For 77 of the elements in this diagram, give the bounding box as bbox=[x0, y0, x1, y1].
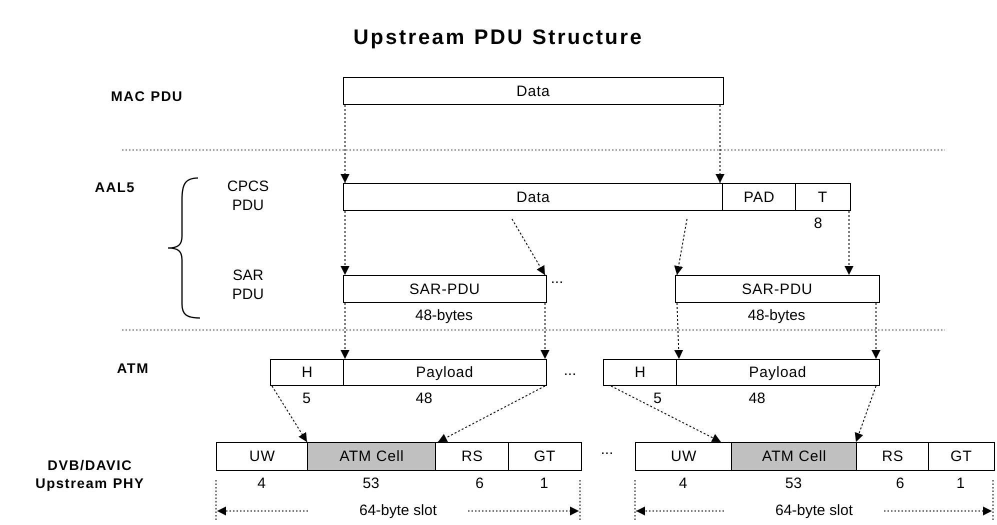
segment-label: GT bbox=[950, 448, 972, 465]
byte-count: 48-bytes bbox=[415, 307, 473, 324]
segment-label: SAR-PDU bbox=[742, 280, 813, 298]
arrow bbox=[340, 210, 350, 276]
segment-label: ATM Cell bbox=[762, 448, 827, 465]
byte-count: 48 bbox=[416, 390, 432, 407]
segment-label: H bbox=[302, 364, 313, 381]
segment-label: Data bbox=[516, 82, 550, 100]
segment-box bbox=[856, 442, 930, 471]
label-text: CPCS PDU bbox=[226, 178, 270, 216]
label-text: SAR PDU bbox=[231, 267, 265, 304]
byte-count: 53 bbox=[785, 475, 802, 492]
segment-box bbox=[435, 442, 510, 471]
label-text: ... bbox=[600, 441, 614, 458]
arrow bbox=[438, 386, 546, 442]
segment-box bbox=[343, 183, 724, 211]
segment-box bbox=[722, 183, 796, 211]
dimension-label: 64-byte slot bbox=[775, 502, 853, 519]
arrow bbox=[512, 218, 546, 276]
arrow bbox=[340, 302, 350, 360]
arrow bbox=[674, 302, 684, 360]
diagram-title: Upstream PDU Structure bbox=[352, 26, 645, 50]
byte-count: 6 bbox=[896, 475, 904, 492]
byte-count: 4 bbox=[257, 475, 266, 492]
dimension-label: 64-byte slot bbox=[359, 502, 437, 519]
segment-label: SAR-PDU bbox=[409, 280, 480, 298]
segment-box bbox=[603, 359, 678, 386]
segment-label: Payload bbox=[416, 364, 474, 381]
segment-label: RS bbox=[461, 448, 484, 465]
byte-count: 8 bbox=[814, 215, 822, 232]
segment-box bbox=[343, 77, 724, 105]
segment-box bbox=[270, 359, 344, 386]
segment-label: Payload bbox=[748, 364, 807, 381]
label-text: ... bbox=[550, 270, 564, 287]
segment-box bbox=[343, 359, 546, 386]
arrow bbox=[610, 386, 722, 442]
byte-count: 48 bbox=[748, 390, 766, 407]
segment-label: PAD bbox=[744, 188, 775, 206]
segment-label: UW bbox=[670, 448, 697, 465]
arrow bbox=[854, 386, 876, 442]
segment-box bbox=[508, 442, 582, 471]
segment-box bbox=[928, 442, 994, 471]
byte-count: 1 bbox=[540, 475, 548, 492]
segment-box bbox=[343, 275, 546, 303]
segment-box bbox=[795, 183, 850, 211]
layer-name: AAL5 bbox=[94, 179, 136, 195]
byte-count: 5 bbox=[302, 390, 311, 407]
segment-box bbox=[216, 442, 308, 471]
segment-box bbox=[307, 442, 436, 471]
layer-name: DVB/DAVIC Upstream PHY bbox=[35, 457, 145, 492]
segment-box bbox=[675, 275, 880, 303]
arrow bbox=[340, 104, 350, 184]
segment-box bbox=[676, 359, 880, 386]
label-text: ... bbox=[564, 362, 576, 379]
segment-label: T bbox=[818, 188, 828, 206]
byte-count: 48-bytes bbox=[748, 307, 806, 324]
byte-count: 1 bbox=[956, 475, 965, 492]
layer-name: MAC PDU bbox=[110, 88, 184, 104]
layer-name: ATM bbox=[116, 360, 150, 376]
arrow bbox=[872, 302, 880, 360]
segment-box bbox=[731, 442, 858, 471]
byte-count: 6 bbox=[475, 475, 484, 492]
arrow bbox=[844, 210, 854, 276]
arrow bbox=[540, 302, 550, 360]
segment-label: Data bbox=[516, 188, 550, 206]
arrow bbox=[272, 386, 308, 442]
segment-label: UW bbox=[249, 448, 276, 465]
segment-label: GT bbox=[534, 448, 556, 465]
segment-label: ATM Cell bbox=[339, 448, 404, 465]
arrow bbox=[674, 218, 688, 276]
byte-count: 5 bbox=[653, 390, 662, 407]
byte-count: 53 bbox=[362, 475, 380, 492]
segment-box bbox=[635, 442, 732, 471]
segment-label: H bbox=[634, 364, 646, 381]
segment-label: RS bbox=[882, 448, 904, 465]
byte-count: 4 bbox=[678, 475, 688, 492]
arrow bbox=[716, 104, 724, 184]
